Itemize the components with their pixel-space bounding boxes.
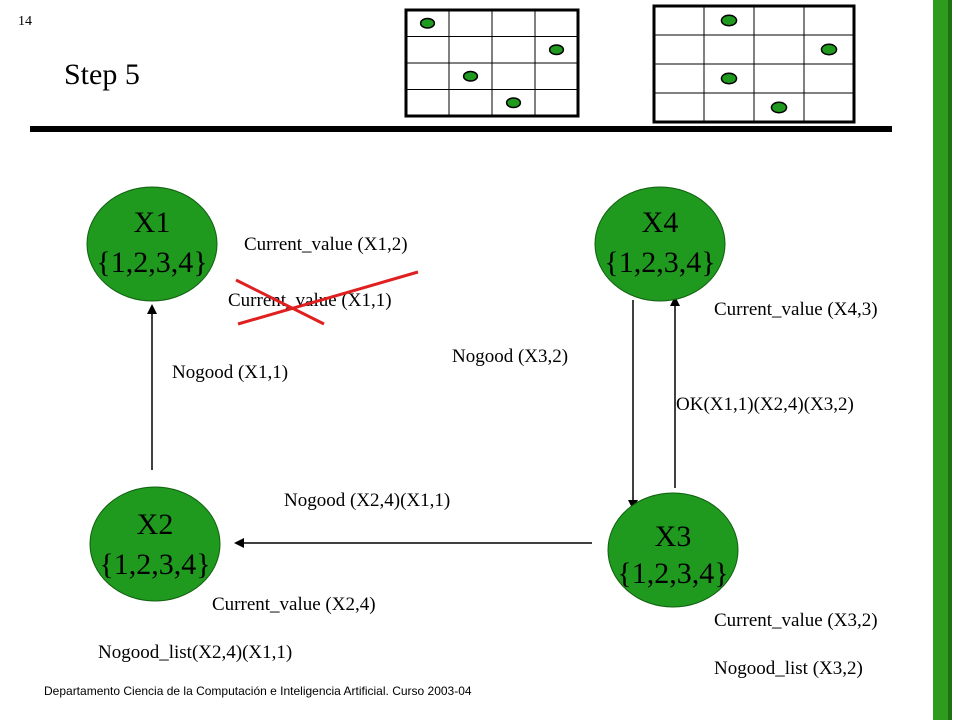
queen-marker [770, 101, 788, 114]
queen-marker [720, 72, 738, 85]
node-x1-name: X1 [134, 206, 171, 239]
cross-out-mark [235, 270, 419, 326]
queen-marker [462, 70, 479, 82]
node-x1: X1 {1,2,3,4} [86, 186, 218, 302]
label-x4-current-value: Current_value (X4,3) [714, 299, 878, 320]
slide-title: Step 5 [64, 58, 140, 91]
node-x4-domain: {1,2,3,4} [604, 246, 715, 279]
queen-marker [720, 14, 738, 27]
node-x3-domain: {1,2,3,4} [617, 557, 728, 590]
accent-bar [933, 0, 949, 720]
node-x3-name: X3 [655, 520, 692, 553]
label-x2-nogood-list: Nogood_list(X2,4)(X1,1) [98, 642, 293, 663]
label-nogood-x3: Nogood (X3,2) [452, 346, 569, 367]
node-x4-name: X4 [642, 206, 679, 239]
title-rule [30, 126, 892, 132]
node-x1-domain: {1,2,3,4} [96, 246, 207, 279]
node-x2-name: X2 [137, 508, 174, 541]
board-left [404, 8, 580, 118]
slide-number: 14 [18, 14, 32, 29]
label-x2-current-value: Current_value (X2,4) [212, 594, 376, 615]
queen-marker [419, 17, 436, 29]
queen-marker [505, 97, 522, 109]
queen-marker [820, 43, 838, 56]
accent-bar-edge [948, 0, 952, 720]
queen-marker [548, 44, 565, 56]
node-x4: X4 {1,2,3,4} [594, 186, 726, 302]
node-x2-domain: {1,2,3,4} [99, 548, 210, 581]
label-x1-current-value: Current_value (X1,2) [244, 234, 408, 255]
label-x3-nogood-list: Nogood_list (X3,2) [714, 658, 863, 679]
footer-text: Departamento Ciencia de la Computación e… [44, 684, 472, 698]
label-nogood-x1: Nogood (X1,1) [172, 362, 289, 383]
diagram-canvas: X1 {1,2,3,4} X4 {1,2,3,4} X2 {1,2,3,4} X… [86, 186, 739, 608]
board-right [652, 4, 856, 124]
node-x2: X2 {1,2,3,4} [89, 486, 221, 602]
label-ok-message: OK(X1,1)(X2,4)(X3,2) [676, 394, 854, 415]
node-x3: X3 {1,2,3,4} [607, 492, 739, 608]
label-nogood-x2-x1: Nogood (X2,4)(X1,1) [284, 490, 451, 511]
label-x3-current-value: Current_value (X3,2) [714, 610, 878, 631]
